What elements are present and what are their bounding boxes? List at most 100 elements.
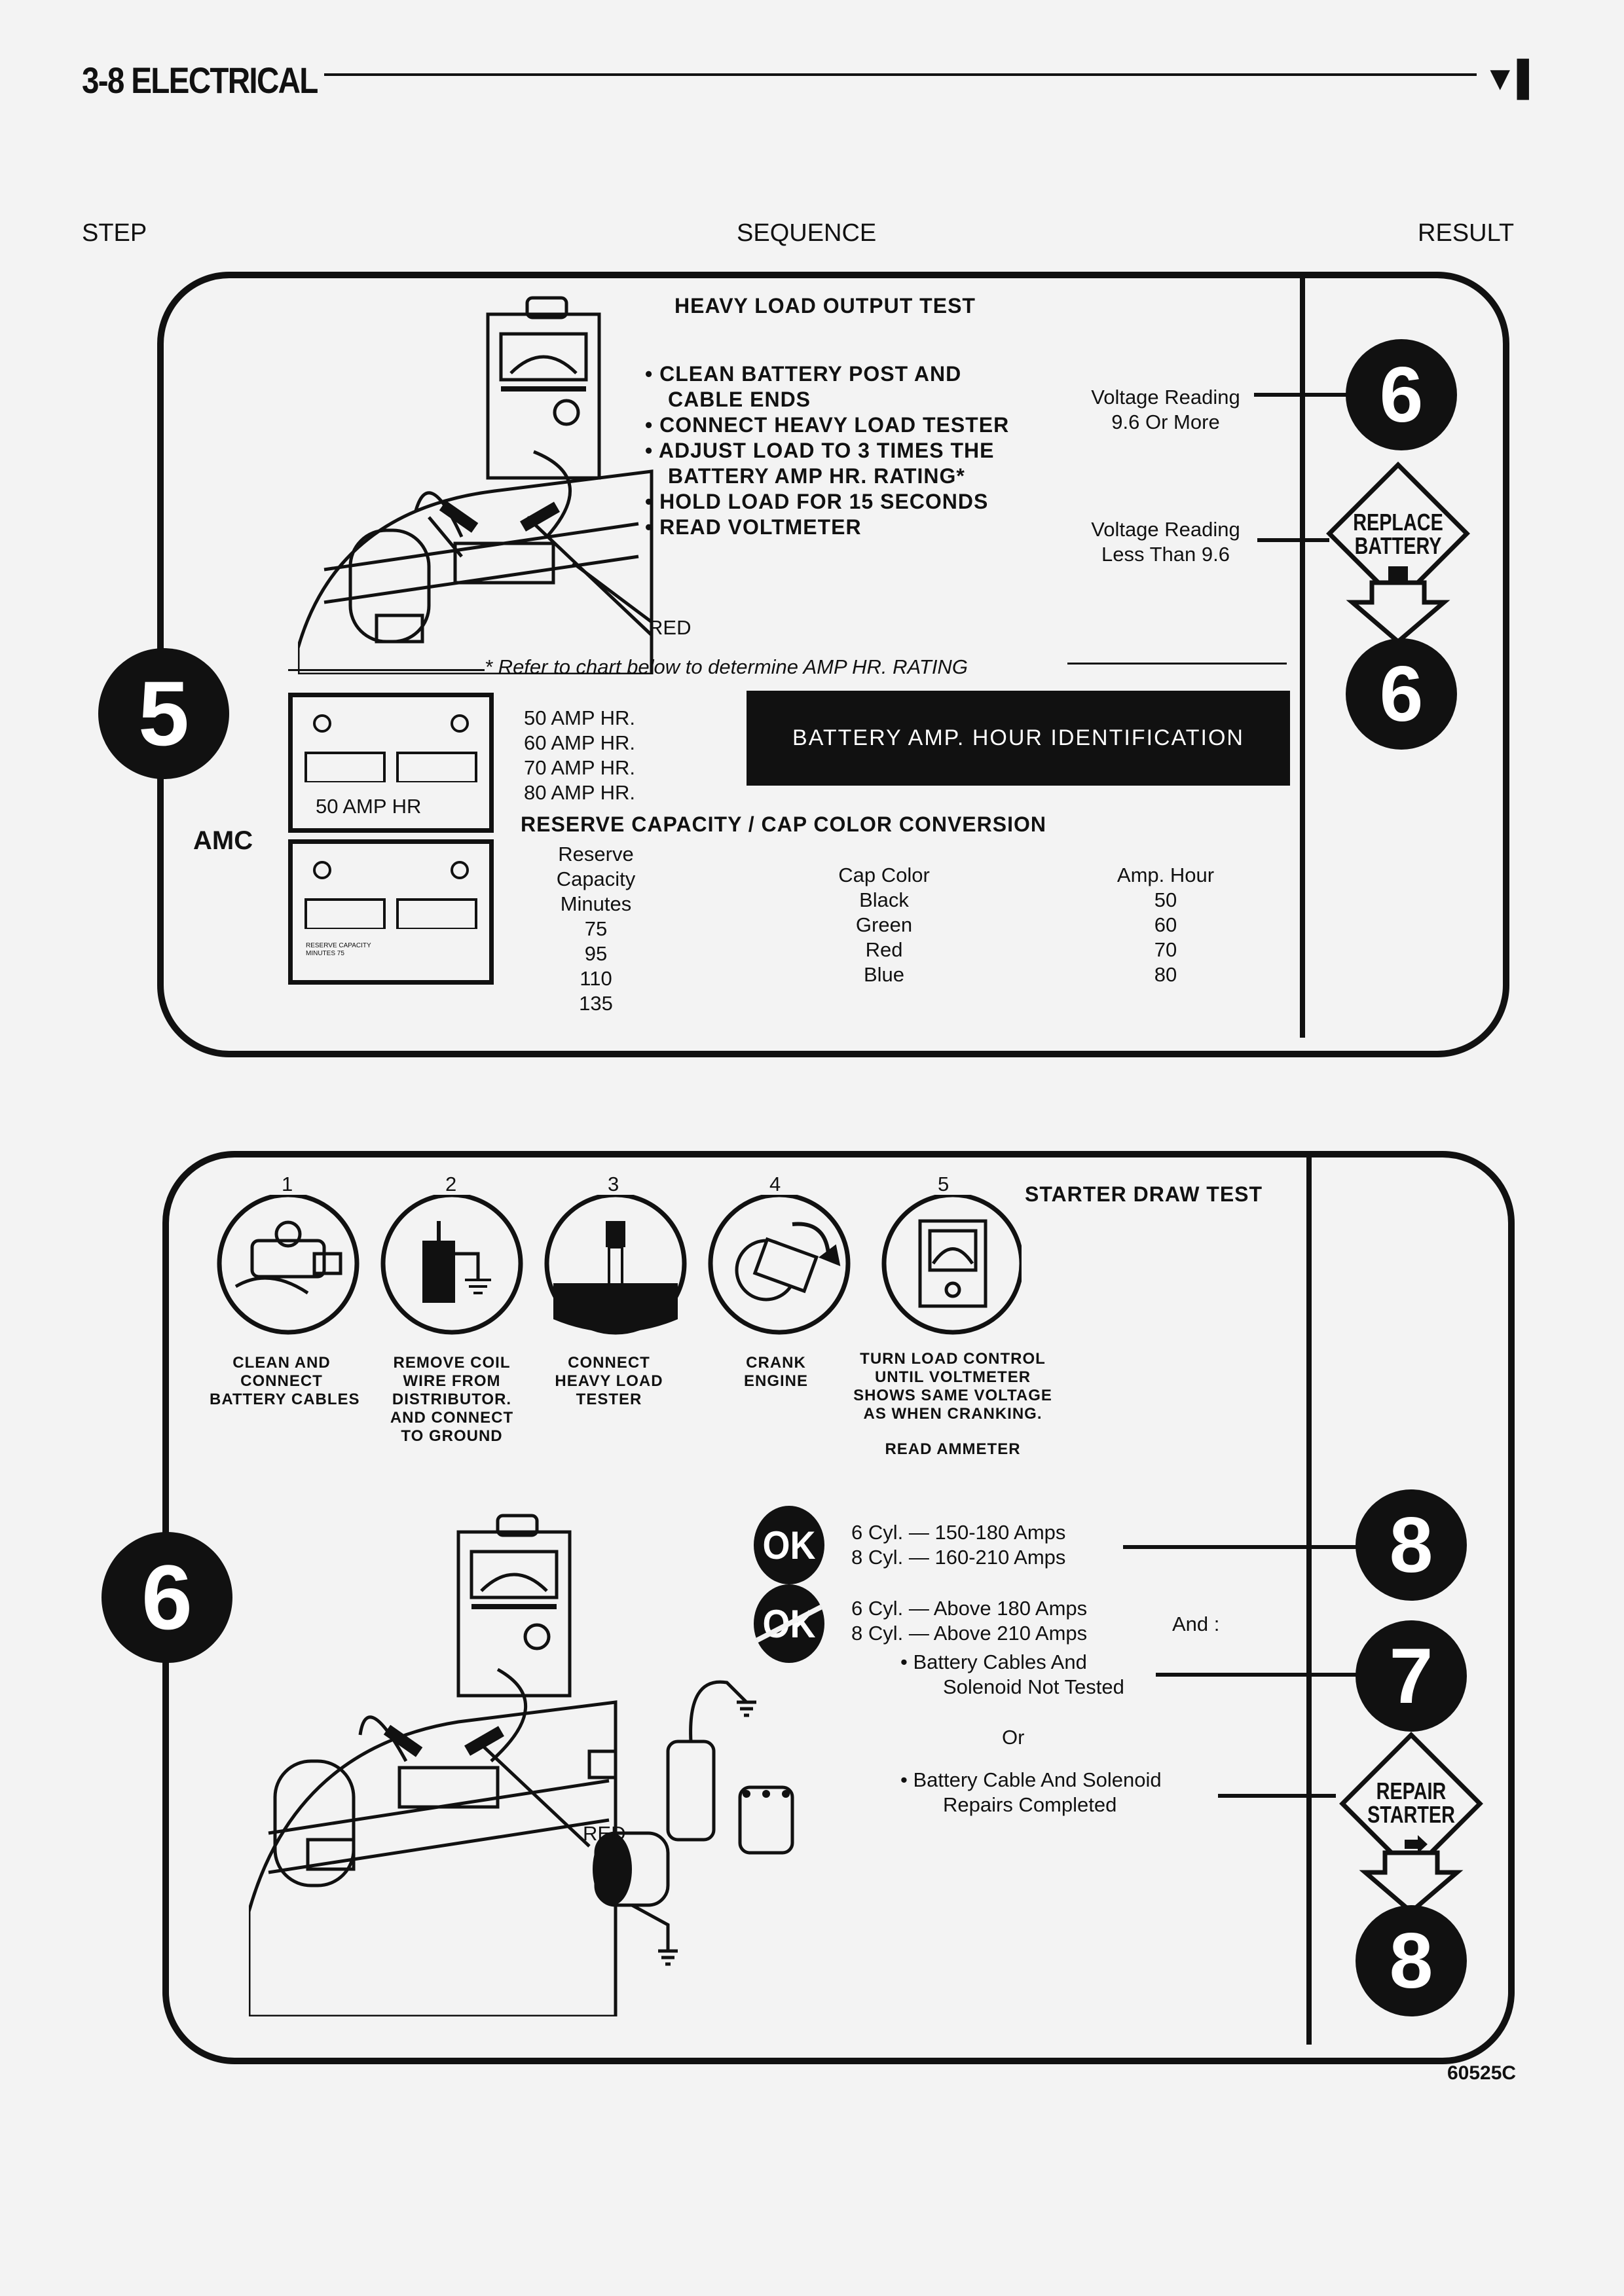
table-col-reserve: Reserve Capacity Minutes 75 95 110 135 [521,842,671,1016]
table-header: Cap Color [838,864,930,886]
step-6-result-circle: 6 [1346,638,1457,750]
table-cell: 75 [584,917,608,940]
table-header: Amp. Hour [1116,864,1215,886]
note-rule [1067,663,1287,665]
table-cell: 80 [1154,963,1177,986]
table-col-cap-color: Cap Color Black Green Red Blue [819,863,950,987]
step-num: 2 [445,1173,457,1195]
table-cell: 95 [584,942,608,965]
table-cell: 60 [1154,913,1177,936]
step-caption: TURN LOAD CONTROL UNTIL VOLTMETER SHOWS … [853,1350,1052,1423]
battery-amp-hour-id-box: BATTERY AMP. HOUR IDENTIFICATION [747,691,1290,786]
step-8-result-circle: 8 [1356,1489,1467,1601]
starter-test-step-icons [217,1195,1022,1335]
replace-battery-diamond-icon [1326,462,1470,645]
instruction-line: • CONNECT HEAVY LOAD TESTER [645,413,1010,437]
condition-untested: • Battery Cables And Solenoid Not Tested [900,1650,1124,1698]
heavy-load-tester-illustration [298,296,654,674]
leader-line [1218,1794,1336,1798]
step-num: 3 [608,1173,619,1195]
instruction-line: • READ VOLTMETER [645,515,862,539]
column-step: STEP [82,219,147,247]
table-cell: 50 [1154,888,1177,911]
repair-starter-diamond-icon [1339,1732,1483,1915]
step-num: 4 [769,1173,781,1195]
starter-draw-title: STARTER DRAW TEST [1025,1182,1263,1206]
replace-battery-label: REPLACE BATTERY [1353,509,1443,559]
leader-line [1257,538,1329,542]
step-caption: CONNECT HEAVY LOAD TESTER [555,1354,663,1408]
condition-repaired: • Battery Cable And Solenoid Repairs Com… [900,1768,1162,1816]
column-sequence: SEQUENCE [737,219,877,247]
instruction-line: CABLE ENDS [668,388,811,411]
instruction-line: • CLEAN BATTERY POST AND [645,362,962,386]
result-divider [1306,1157,1312,2045]
amp-hour-list: 50 AMP HR. 60 AMP HR. 70 AMP HR. 80 AMP … [524,706,635,805]
step-caption: REMOVE COIL WIRE FROM DISTRIBUTOR. AND C… [390,1354,514,1445]
battery-label-50amp: 50 AMP HR [288,693,494,833]
leader-line [1123,1545,1359,1549]
amp-hour-item: 60 AMP HR. [524,731,636,754]
coil-ground-icon [422,1221,491,1303]
not-ok-badge: OK [754,1584,824,1663]
table-cell: 110 [580,967,612,990]
refer-note: * Refer to chart below to determine AMP … [485,655,968,678]
result-voltage-low: Voltage Reading Less Than 9.6 [1091,518,1240,566]
instruction-line: BATTERY AMP HR. RATING* [668,464,965,488]
step-6-circle: 6 [101,1532,232,1663]
table-col-amp-hour: Amp. Hour 50 60 70 80 [1100,863,1231,987]
table-header: Reserve Capacity [556,843,636,890]
table-cell: 135 [579,992,613,1015]
leader-line [1156,1673,1359,1677]
and-label: And : [1172,1613,1220,1635]
step-num: 5 [938,1173,950,1195]
conversion-title: RESERVE CAPACITY / CAP COLOR CONVERSION [521,812,1046,836]
table-cell: Black [859,888,909,911]
battery-top-icon [304,714,477,784]
table-cell: 70 [1154,938,1177,961]
table-cell: Green [855,913,913,936]
step-caption: CRANK ENGINE [743,1354,808,1390]
amp-hour-item: 70 AMP HR. [524,756,636,779]
tester-clamp-icon [553,1221,678,1332]
table-cell: Blue [863,963,905,986]
amp-hour-item: 50 AMP HR. [524,706,636,729]
note-rule [288,669,485,671]
starter-draw-illustration [249,1514,794,2016]
leader-line [1254,393,1352,397]
column-result: RESULT [1418,219,1515,247]
instruction-line: • ADJUST LOAD TO 3 TIMES THE [645,439,995,462]
figure-code: 60525C [1447,2062,1517,2084]
not-ok-amps: 6 Cyl. — Above 180 Amps 8 Cyl. — Above 2… [851,1597,1088,1645]
table-header: Minutes [560,892,632,915]
read-ammeter-label: READ AMMETER [885,1440,1021,1458]
step-caption: CLEAN AND CONNECT BATTERY CABLES [210,1354,360,1408]
result-voltage-ok: Voltage Reading 9.6 Or More [1091,386,1240,433]
red-lead-label: RED [648,616,692,639]
or-label: Or [1002,1726,1025,1749]
battery-label-text: RESERVE CAPACITY MINUTES 75 [306,942,371,957]
ok-badge: OK [754,1506,824,1584]
header-rule [324,73,1477,76]
battery-top-icon [304,861,477,930]
battery-label-reserve: RESERVE CAPACITY MINUTES 75 [288,839,494,985]
brand-logo: ▼▌ [1483,60,1541,98]
step-8-result-circle: 8 [1356,1905,1467,2016]
battery-cable-icon [234,1220,342,1295]
heavy-load-instructions: • CLEAN BATTERY POST AND CABLE ENDS • CO… [645,361,1009,540]
instruction-line: • HOLD LOAD FOR 15 SECONDS [645,490,989,513]
amc-label: AMC [193,826,253,855]
step-6-result-circle: 6 [1346,339,1457,450]
battery-label-text: 50 AMP HR [316,795,422,818]
table-cell: Red [865,938,903,961]
page-title: 3-8 ELECTRICAL [82,60,318,101]
heavy-load-title: HEAVY LOAD OUTPUT TEST [674,294,976,318]
red-lead-label: RED [583,1822,626,1845]
repair-starter-label: REPAIR STARTER [1367,1777,1455,1828]
step-num: 1 [282,1173,293,1195]
ignition-key-icon [735,1222,841,1302]
voltmeter-icon [918,1219,987,1308]
step-5-circle: 5 [98,648,229,779]
starter-draw-panel [162,1151,1515,2064]
step-7-result-circle: 7 [1356,1620,1467,1732]
